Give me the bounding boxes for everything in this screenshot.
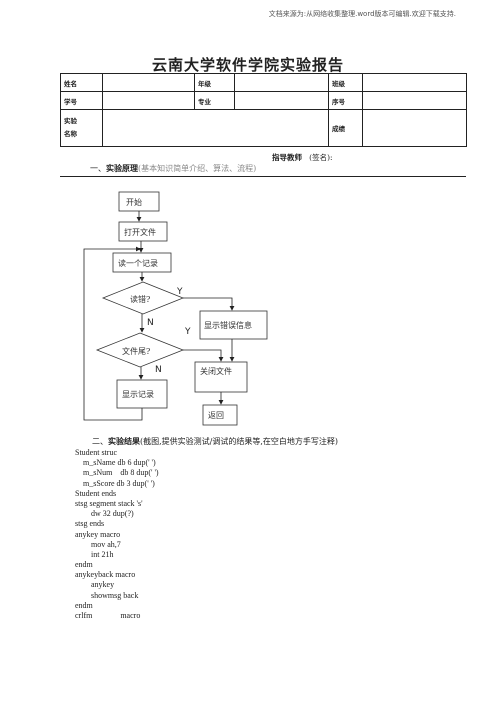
return-label: 返回: [208, 411, 224, 420]
experiment-label-line1: 实验: [64, 117, 77, 125]
code-line: anykey: [75, 580, 115, 590]
code-line: endm: [75, 560, 93, 570]
instructor-label: 指导教师: [272, 153, 302, 162]
code-line: Student ends: [75, 488, 117, 498]
code-line: int 21h: [75, 549, 114, 559]
seq-cell[interactable]: [362, 91, 467, 110]
name-cell[interactable]: [102, 73, 195, 92]
show-error-box: [199, 310, 268, 340]
code-line: anykeyback macro: [75, 570, 136, 580]
code-line: dw 32 dup(?): [75, 509, 134, 519]
code-line: m_sScore db 3 dup(' '): [75, 478, 155, 488]
section1-title: 实验原理: [106, 163, 138, 173]
student-id-cell[interactable]: [102, 91, 195, 110]
instructor-sign: (签名):: [309, 153, 333, 162]
code-line: m_sNum db 8 dup(' '): [75, 468, 159, 478]
code-line: mov ah,7: [75, 539, 121, 549]
yes-label-read-error: Y: [176, 287, 183, 297]
open-file-label: 打开文件: [124, 227, 156, 237]
code-line: stsg ends: [75, 519, 105, 529]
start-label: 开始: [126, 197, 142, 207]
grade-cell[interactable]: [234, 73, 329, 92]
experiment-label-line2: 名称: [64, 130, 77, 138]
major-label: 专业: [194, 91, 235, 110]
section2-title: 实验结果: [108, 436, 140, 446]
file-end-decision: [95, 332, 185, 368]
section-divider: [60, 176, 466, 177]
table-row: 实验名称 成绩: [60, 109, 467, 147]
return-box: [202, 404, 238, 426]
code-line: endm: [75, 600, 93, 610]
table-row: 姓名 年级 班级: [60, 73, 467, 92]
table-row: 学号 专业 序号: [60, 91, 467, 110]
read-error-label: 读错?: [130, 294, 150, 304]
code-line: m_sName db 6 dup(' '): [75, 458, 156, 468]
close-file-label: 关闭文件: [200, 366, 232, 376]
code-line: anykey macro: [75, 529, 121, 539]
class-label: 班级: [328, 73, 363, 92]
class-cell[interactable]: [362, 73, 467, 92]
code-line: stsg segment stack 's': [75, 498, 143, 508]
section2-note: (截图,提供实验测试/调试的结果等,在空白地方手写注释): [140, 437, 339, 446]
code-line: crlfm macro: [75, 611, 141, 620]
experiment-name-label: 实验名称: [60, 109, 103, 147]
section1-note: (基本知识简单介绍、算法、流程): [138, 164, 257, 173]
source-watermark: 文档来源为:从网络收集整理.word版本可编辑.欢迎下载支持.: [268, 10, 456, 18]
read-record-label: 读一个记录: [118, 258, 158, 268]
score-cell[interactable]: [362, 109, 467, 147]
grade-label: 年级: [194, 73, 235, 92]
student-info-table: 姓名 年级 班级 学号 专业 序号 实验名称 成绩: [60, 73, 467, 147]
instructor-signature-line: 指导教师 (签名):: [272, 152, 333, 163]
code-line: showmsg back: [75, 590, 139, 600]
no-label-read-error: N: [147, 318, 154, 328]
file-end-label: 文件尾?: [122, 346, 150, 356]
name-label: 姓名: [60, 73, 103, 92]
section2-number: 二、: [92, 437, 108, 446]
experiment-name-cell[interactable]: [102, 109, 329, 147]
no-label-file-end: N: [155, 365, 162, 375]
open-file-box: [118, 221, 168, 242]
score-label: 成绩: [328, 109, 363, 147]
read-error-decision: [101, 281, 185, 315]
show-error-label: 显示错误信息: [204, 320, 252, 330]
section1-number: 一、: [90, 164, 106, 173]
flowchart: 开始 打开文件 读一个记录 读错? 文件尾? 显示记录 显示错误信息 关闭文件 …: [83, 191, 268, 426]
section2-heading: 二、实验结果(截图,提供实验测试/调试的结果等,在空白地方手写注释): [92, 436, 338, 447]
student-id-label: 学号: [60, 91, 103, 110]
major-cell[interactable]: [234, 91, 329, 110]
yes-label-file-end: Y: [184, 327, 191, 337]
code-line: Student struc: [75, 448, 117, 457]
seq-label: 序号: [328, 91, 363, 110]
code-listing: Student struc m_sName db 6 dup(' ') m_sN…: [75, 448, 159, 621]
report-title: 云南大学软件学院实验报告: [151, 56, 344, 74]
show-record-label: 显示记录: [122, 390, 154, 399]
section1-heading: 一、实验原理(基本知识简单介绍、算法、流程): [90, 163, 256, 174]
